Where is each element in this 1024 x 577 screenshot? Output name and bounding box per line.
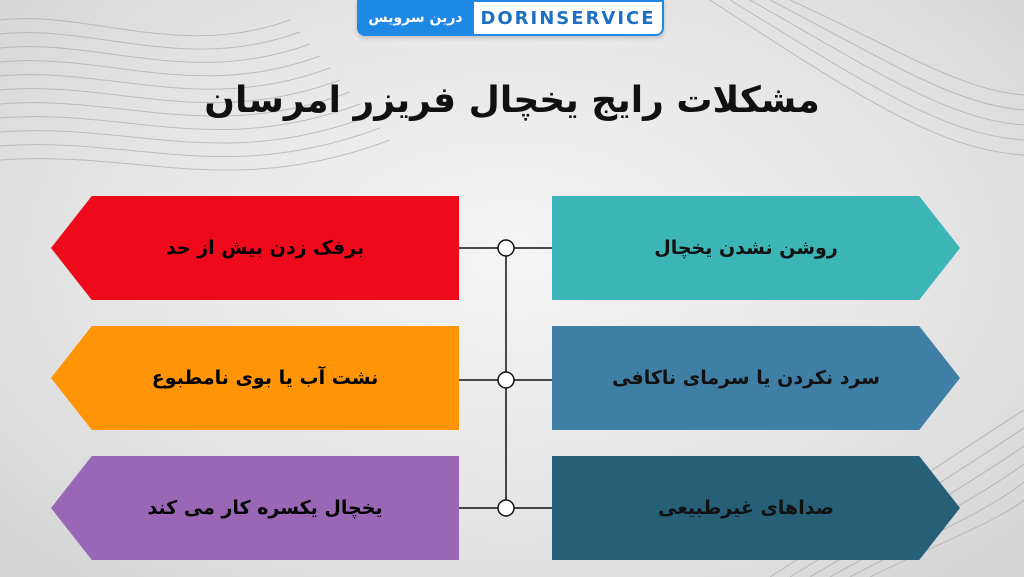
problem-card-right-3: صداهای غیرطبیعی — [552, 456, 960, 560]
problem-label: صداهای غیرطبیعی — [657, 497, 835, 519]
problem-label: یخچال یکسره کار می کند — [147, 497, 383, 519]
problem-card-right-1: روشن نشدن یخچال — [552, 196, 960, 300]
brand-badge: درین سرویس DORINSERVICE — [357, 0, 664, 36]
problem-label: سرد نکردن یا سرمای ناکافی — [612, 367, 880, 389]
problem-card-left-2: نشت آب یا بوی نامطبوع — [51, 326, 459, 430]
problem-card-right-2: سرد نکردن یا سرمای ناکافی — [552, 326, 960, 430]
problem-card-left-3: یخچال یکسره کار می کند — [51, 456, 459, 560]
problem-label: نشت آب یا بوی نامطبوع — [151, 367, 379, 389]
brand-name-en: DORINSERVICE — [474, 0, 664, 36]
connector-node-1 — [497, 239, 515, 257]
connector-node-2 — [497, 371, 515, 389]
problem-label: برفک زدن بیش از حد — [165, 237, 365, 259]
connector-node-3 — [497, 499, 515, 517]
problem-label: روشن نشدن یخچال — [654, 237, 838, 259]
page-title: مشکلات رایج یخچال فریزر امرسان — [204, 80, 820, 121]
brand-name-fa: درین سرویس — [357, 0, 474, 36]
problem-card-left-1: برفک زدن بیش از حد — [51, 196, 459, 300]
